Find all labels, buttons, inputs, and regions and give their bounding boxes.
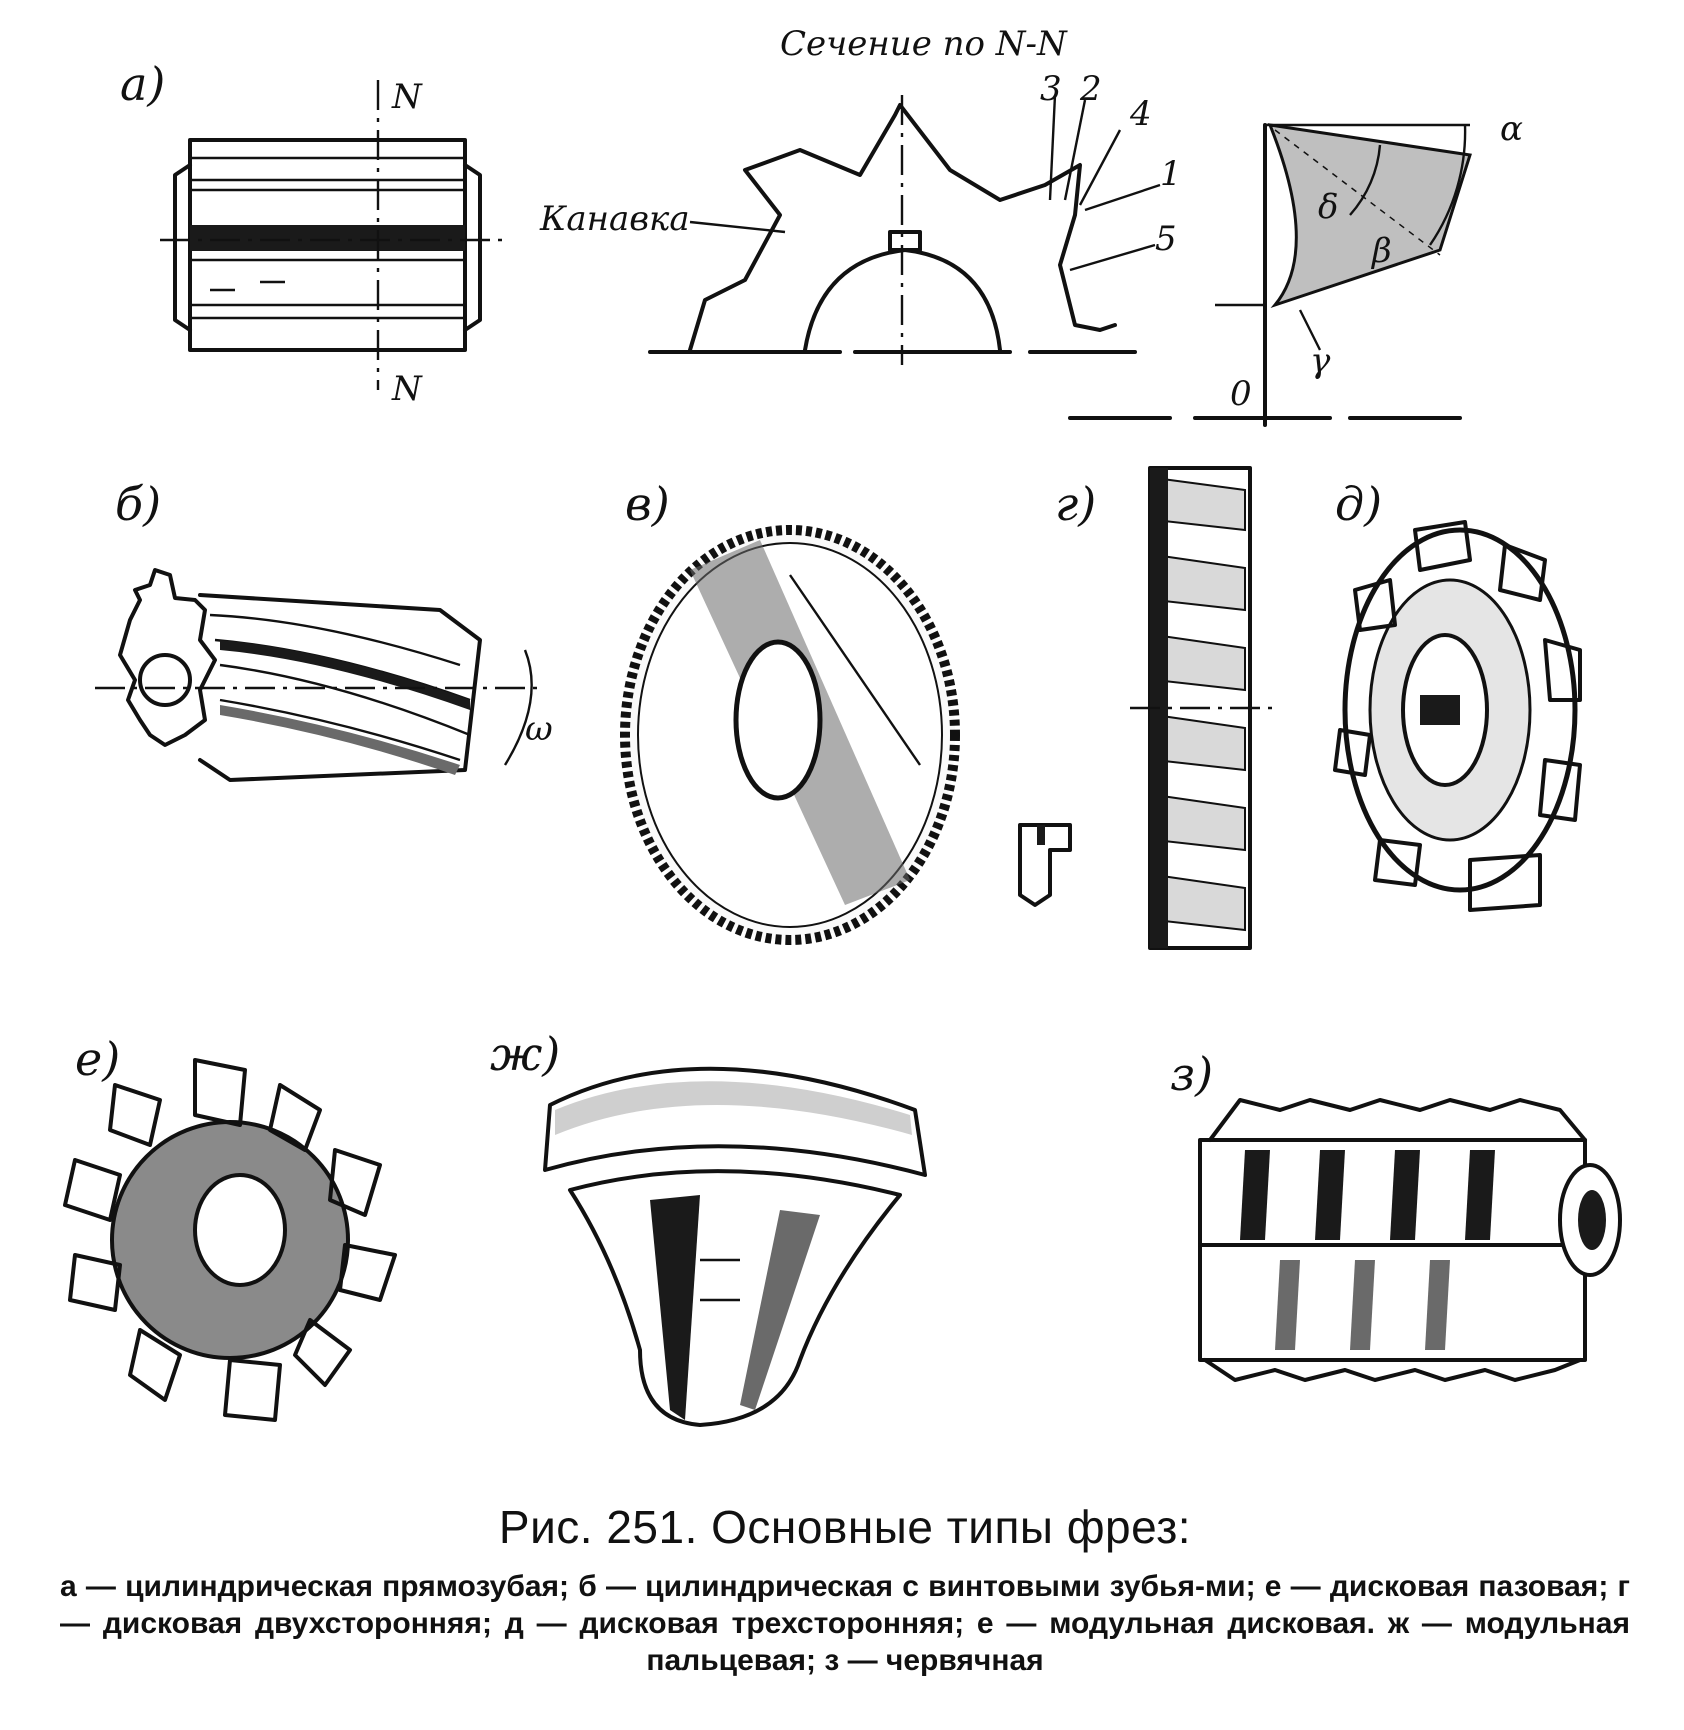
callout-1: 1 (1160, 154, 1182, 194)
section-title: Сечение по N-N (780, 24, 1068, 64)
label-v: в) (625, 477, 670, 531)
angle-alpha: α (1500, 109, 1523, 149)
angle-delta: δ (1318, 187, 1338, 227)
helix-angle: ω (525, 709, 553, 749)
caption-title: Рис. 251. Основные типы фрез: (498, 1501, 1192, 1553)
angles-detail: α δ β γ 0 (1068, 109, 1523, 427)
section-mark-top: N (391, 77, 423, 117)
figure: а) N N Сечение по N-N Канавка 3 (63, 24, 1622, 1427)
section-mark-bottom: N (391, 369, 423, 409)
label-d: д) (1335, 477, 1382, 531)
label-zh: ж) (490, 1027, 560, 1081)
cutter-b: б) ω (95, 477, 553, 782)
groove-label: Канавка (539, 199, 690, 239)
section-view: Сечение по N-N Канавка 3 2 4 1 5 (539, 24, 1182, 365)
cutter-v: в) (620, 477, 960, 945)
milling-cutters-drawing: а) N N Сечение по N-N Канавка 3 (63, 24, 1622, 1427)
label-z: з) (1170, 1047, 1213, 1101)
origin-label: 0 (1230, 374, 1252, 414)
cutter-a: а) N N (120, 57, 505, 409)
cutter-d: д) (1333, 477, 1582, 912)
callout-5: 5 (1155, 219, 1177, 259)
angle-beta: β (1370, 231, 1392, 271)
figure-caption: Рис. 251. Основные типы фрез: а — цилинд… (60, 1500, 1630, 1679)
angle-gamma: γ (1310, 341, 1331, 381)
label-g: г) (1055, 477, 1096, 531)
cutter-e: е) (63, 1032, 397, 1422)
label-e: е) (75, 1032, 120, 1086)
label-b: б) (115, 477, 161, 531)
cutter-z: з) (1170, 1047, 1622, 1382)
cutter-g: г) (1018, 466, 1275, 950)
callout-3: 3 (1040, 69, 1062, 109)
caption-body: а — цилиндрическая прямозубая; б — цилин… (60, 1570, 1630, 1677)
cutter-zh: ж) (490, 1027, 927, 1427)
callout-2: 2 (1079, 69, 1102, 109)
callout-4: 4 (1129, 94, 1152, 134)
label-a: а) (120, 57, 165, 111)
